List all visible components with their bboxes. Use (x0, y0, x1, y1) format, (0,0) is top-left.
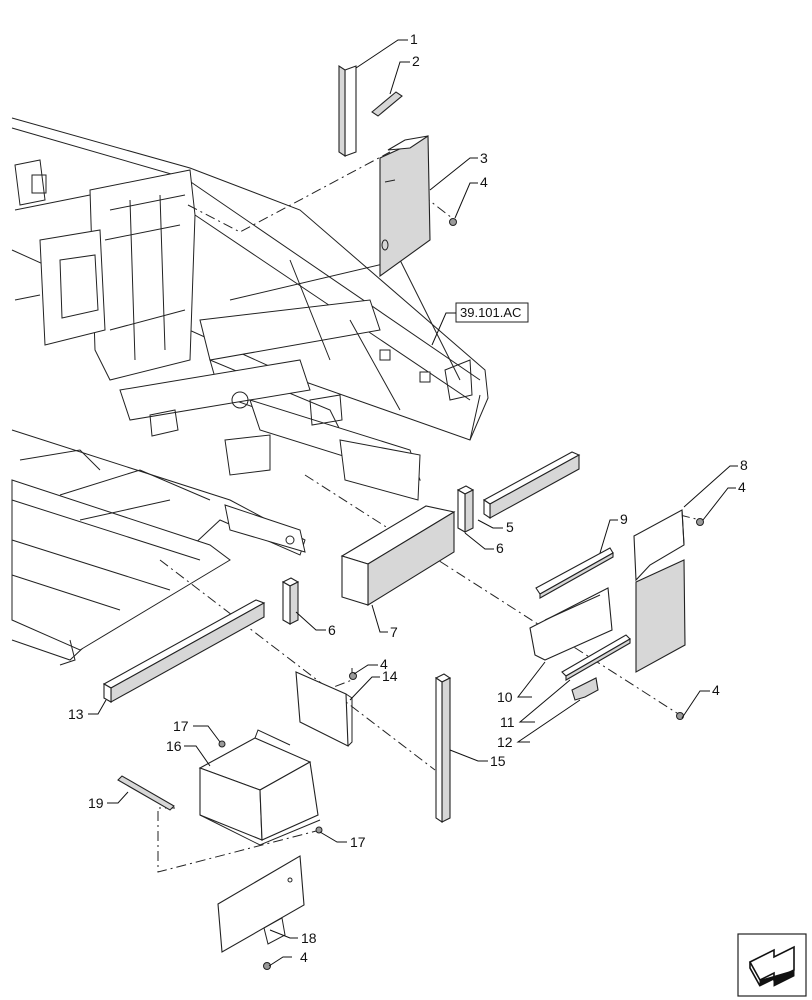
callout-10: 10 (497, 689, 513, 705)
callout-17-upper: 17 (173, 718, 189, 734)
callout-4-middle: 4 (380, 656, 388, 672)
callout-1: 1 (410, 31, 418, 47)
reference-label-box[interactable]: 39.101.AC (431, 302, 529, 346)
callout-8: 8 (740, 457, 748, 473)
bolt-4-bottom[interactable] (263, 962, 271, 970)
bolt-17-upper[interactable] (218, 740, 226, 748)
leader-lines (88, 39, 738, 967)
callout-11: 11 (500, 714, 515, 730)
part-15-strip[interactable] (434, 673, 452, 824)
bolt-4-lower-right[interactable] (676, 712, 684, 720)
callout-17-lower: 17 (350, 834, 366, 850)
part-11-bar[interactable] (561, 634, 631, 681)
bolt-4-upper[interactable] (449, 218, 457, 226)
callout-4-right: 4 (738, 479, 746, 495)
arrow-navigation-icon[interactable] (737, 933, 807, 997)
callout-9: 9 (620, 511, 628, 527)
part-8-panel[interactable] (633, 509, 686, 673)
callout-15: 15 (490, 753, 506, 769)
reference-label-text: 39.101.AC (460, 305, 521, 320)
chassis-frame (11, 117, 489, 666)
callout-6-lower: 6 (328, 622, 336, 638)
part-2-pad[interactable] (371, 91, 403, 117)
callout-7: 7 (390, 624, 398, 640)
callout-19: 19 (88, 795, 104, 811)
callout-3: 3 (480, 150, 488, 166)
part-1-strip[interactable] (338, 64, 357, 158)
part-9-bar[interactable] (535, 547, 614, 599)
part-12-bracket[interactable] (571, 677, 599, 701)
part-6-block-upper[interactable] (456, 485, 475, 533)
part-13-bar[interactable] (102, 599, 266, 703)
part-16-cover[interactable] (198, 729, 321, 846)
part-7-block[interactable] (340, 505, 456, 606)
part-6-block-lower[interactable] (281, 577, 300, 625)
part-10-plate[interactable] (529, 587, 613, 661)
callout-14: 14 (382, 668, 398, 684)
part-19-strip[interactable] (117, 775, 175, 811)
part-5-bar[interactable] (482, 451, 581, 520)
callout-12: 12 (497, 734, 513, 750)
callout-2: 2 (412, 53, 420, 69)
callout-4-bottom: 4 (300, 949, 308, 965)
callout-16: 16 (166, 738, 182, 754)
fasteners (218, 218, 704, 970)
bolt-17-lower[interactable] (315, 826, 323, 834)
callout-5: 5 (506, 519, 514, 535)
part-14-plate[interactable] (295, 671, 353, 747)
callout-13: 13 (68, 706, 84, 722)
callout-6-upper: 6 (496, 540, 504, 556)
part-18-plate[interactable] (217, 855, 305, 953)
callout-4-upper: 4 (480, 174, 488, 190)
callout-18: 18 (301, 930, 317, 946)
part-3-panel[interactable] (379, 135, 431, 278)
callout-labels: 1 2 3 4 4 4 4 4 5 6 6 7 8 9 10 11 12 13 … (68, 31, 748, 965)
callout-4-lower-right: 4 (712, 682, 720, 698)
bolt-4-right[interactable] (696, 518, 704, 526)
bolt-4-middle[interactable] (349, 672, 357, 680)
